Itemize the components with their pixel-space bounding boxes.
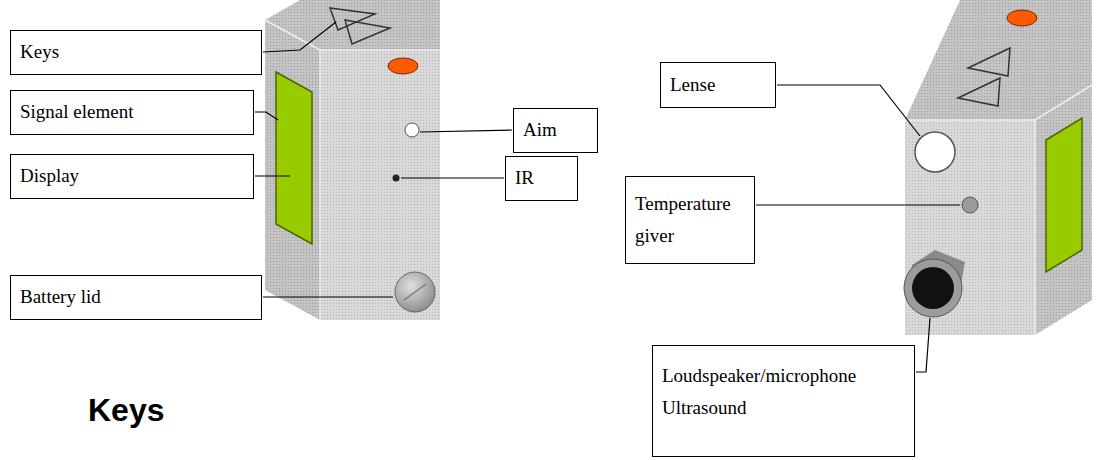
display-screen xyxy=(1046,118,1082,272)
speaker-ring xyxy=(904,259,962,317)
leader-line xyxy=(756,204,960,205)
speaker-opening xyxy=(912,267,954,309)
leader-line xyxy=(263,22,336,52)
part-name: Battery lid xyxy=(20,281,252,313)
lens xyxy=(915,132,955,172)
key-symbol xyxy=(958,78,1000,106)
callout-box: Display xyxy=(10,154,254,199)
temperature-sensor xyxy=(962,197,978,213)
device-right xyxy=(904,0,1092,335)
callout-box: Loudspeaker/microphone Ultrasound xyxy=(652,345,915,457)
part-name: Display xyxy=(20,160,244,192)
key-symbol xyxy=(345,20,390,44)
leader-line xyxy=(263,296,393,297)
part-name: Signal element xyxy=(20,96,244,128)
callout-box: Aim xyxy=(513,108,598,153)
part-name: Loudspeaker/microphone Ultrasound xyxy=(662,360,905,425)
ir-port xyxy=(393,175,400,182)
signal-element xyxy=(1007,10,1037,26)
part-name: Keys xyxy=(20,36,252,68)
part-name: IR xyxy=(515,162,568,194)
aim-window xyxy=(405,123,419,137)
callout-box: Keys xyxy=(10,30,262,75)
callout-box: IR xyxy=(505,156,578,201)
leader-line xyxy=(255,175,290,176)
key-symbol xyxy=(330,8,375,30)
right-face xyxy=(1035,85,1092,335)
part-name: Aim xyxy=(523,114,588,146)
callout-box: Temperature giver xyxy=(625,176,755,264)
leader-line xyxy=(420,130,512,132)
callout-box: Battery lid xyxy=(10,275,262,320)
left-face xyxy=(265,20,320,320)
front-face xyxy=(320,50,440,320)
leader-line xyxy=(777,85,920,136)
signal-element xyxy=(388,58,418,74)
battery-lid xyxy=(395,272,435,312)
section-heading: Keys xyxy=(88,392,165,429)
part-name: Temperature giver xyxy=(635,188,745,253)
leader-lines xyxy=(255,22,960,372)
key-symbol xyxy=(968,48,1010,76)
callout-box: Signal element xyxy=(10,90,254,135)
leader-line xyxy=(401,177,504,178)
callout-box: Lense xyxy=(660,62,776,108)
device-left xyxy=(265,0,440,320)
leader-line xyxy=(255,112,278,120)
part-name: Lense xyxy=(670,69,766,101)
front-face xyxy=(905,120,1035,335)
display-screen xyxy=(276,72,312,244)
top-face xyxy=(905,0,1092,120)
leader-line xyxy=(916,318,930,372)
